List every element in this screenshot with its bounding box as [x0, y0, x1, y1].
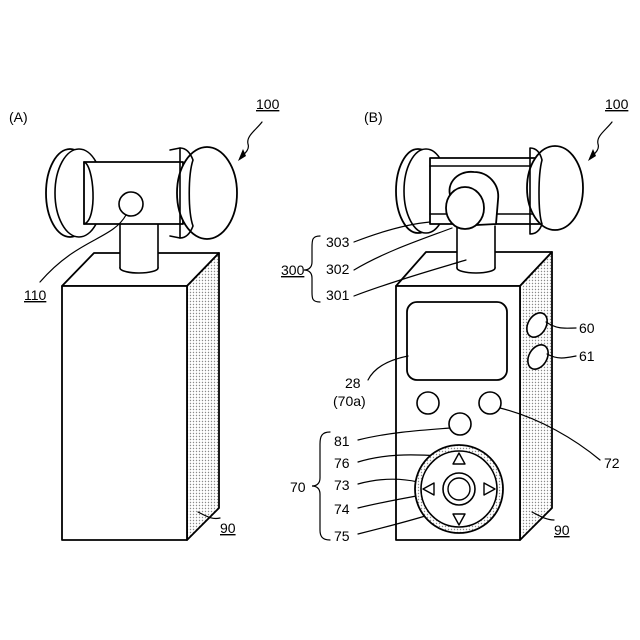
display-alt-reference: (70a) — [333, 393, 366, 409]
dial-74-reference: 74 — [334, 501, 350, 517]
grip-b-reference: 90 — [554, 522, 570, 538]
display-screen — [407, 302, 507, 380]
neck-b — [457, 226, 495, 273]
directional-dial[interactable] — [415, 445, 503, 533]
display-reference: 28 — [345, 375, 361, 391]
panel-b: (B) 100 300 — [281, 96, 629, 544]
device-b-arrowhead — [588, 149, 596, 161]
controls-group-brace — [312, 432, 330, 540]
lens-110-reference: 110 — [24, 287, 47, 303]
button-81[interactable] — [449, 413, 471, 435]
device-b-reference: 100 — [605, 96, 629, 112]
panel-a: (A) 100 110 90 — [9, 96, 280, 540]
part-301-reference: 301 — [326, 287, 350, 303]
panel-b-label: (B) — [364, 109, 383, 125]
head-group-reference: 300 — [281, 262, 305, 278]
button-72-reference: 72 — [604, 455, 620, 471]
button-72[interactable] — [479, 392, 501, 414]
pivot-joint — [446, 172, 498, 229]
device-a-arrowhead — [238, 149, 246, 161]
button-left-round[interactable] — [417, 392, 439, 414]
dial-75-reference: 75 — [334, 528, 350, 544]
grip-body-a — [62, 253, 219, 540]
lens-110 — [119, 192, 143, 216]
dial-73-reference: 73 — [334, 477, 350, 493]
part-302-reference: 302 — [326, 261, 350, 277]
button-81-reference: 81 — [334, 433, 350, 449]
dial-76-reference: 76 — [334, 455, 350, 471]
grip-a-reference: 90 — [220, 520, 236, 536]
head-group-brace — [304, 236, 320, 302]
neck-a — [120, 222, 158, 273]
controls-group-reference: 70 — [290, 479, 306, 495]
part-303-reference: 303 — [326, 234, 350, 250]
button-60-reference: 60 — [579, 320, 595, 336]
device-a-reference: 100 — [256, 96, 280, 112]
button-61-reference: 61 — [579, 348, 595, 364]
panel-a-label: (A) — [9, 109, 28, 125]
